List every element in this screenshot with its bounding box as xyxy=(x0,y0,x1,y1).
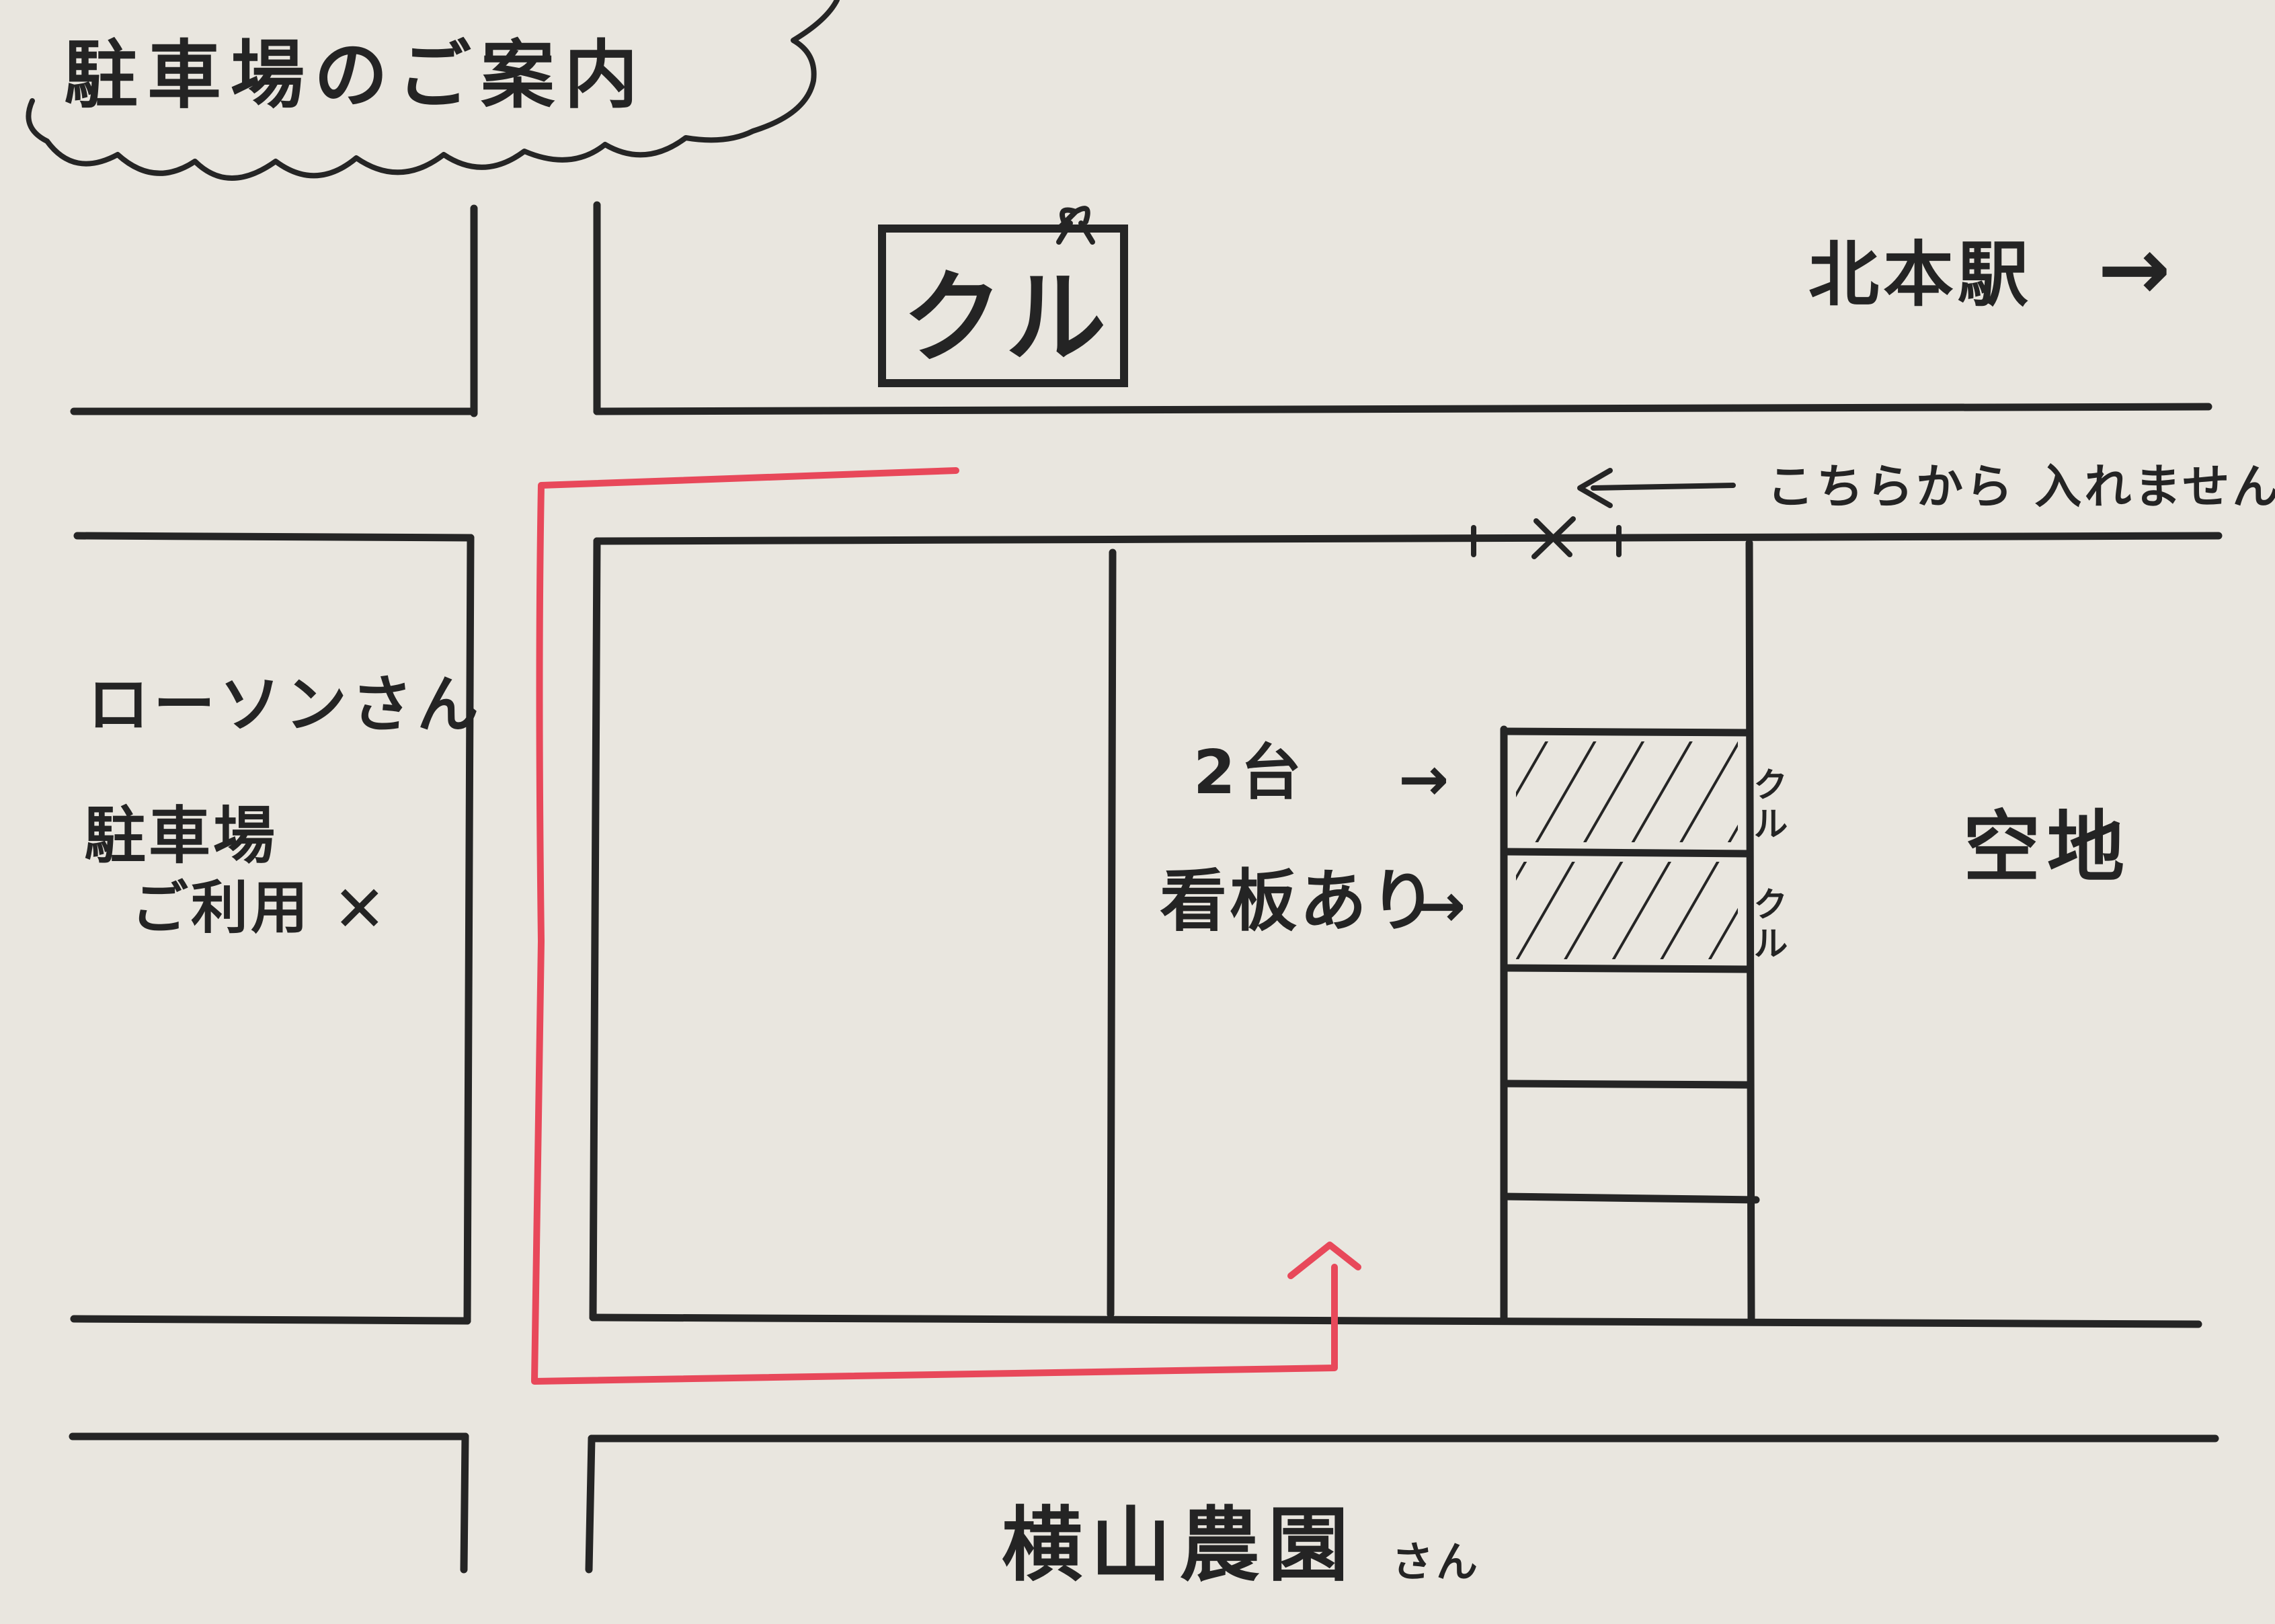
farm-area: 横山農園 さん xyxy=(1002,1499,1480,1592)
station-direction: 北本駅 → xyxy=(1808,218,2171,320)
route-arrow-head xyxy=(1287,1242,1361,1279)
no-entry-note: こちらから 入れません xyxy=(1767,459,2275,514)
parking-block: クル クル xyxy=(1500,725,1787,1325)
reserved-slot-2 xyxy=(1516,862,1738,959)
reserved-slot-1 xyxy=(1516,741,1738,842)
title-cloud: 駐車場のご案内 xyxy=(26,0,840,181)
street-lines xyxy=(69,201,2223,1574)
no-entry-arrow-head xyxy=(1577,468,1613,508)
title-text: 駐車場のご案内 xyxy=(64,32,647,118)
signboard-arrow: → xyxy=(1415,870,1466,941)
vacant-lot-label: 空地 xyxy=(1963,803,2131,893)
farm-suffix: さん xyxy=(1392,1537,1480,1586)
lawson-label: ローソンさん xyxy=(87,669,483,741)
route-path xyxy=(531,467,1338,1385)
farm-label: 横山農園 xyxy=(1002,1499,1357,1592)
no-entry-marker: こちらから 入れません xyxy=(1471,459,2275,559)
station-label: 北本駅 xyxy=(1808,234,2032,316)
lawson-parking-line1: 駐車場 xyxy=(84,800,278,872)
ribbon-icon xyxy=(1056,206,1095,245)
lawson-area: ローソンさん 駐車場 ご利用 ✕ xyxy=(84,669,483,946)
shop-sign: クル xyxy=(878,206,1128,387)
signboard-label: 看板あり xyxy=(1160,862,1439,940)
no-entry-x-icon xyxy=(1531,516,1576,559)
driving-route xyxy=(531,467,1361,1385)
station-arrow: → xyxy=(2098,218,2171,320)
parking-count-label: 2台 xyxy=(1193,737,1307,808)
no-entry-arrow-shaft xyxy=(1591,483,1736,491)
shop-sign-text: クル xyxy=(902,260,1112,377)
parking-annotations: 2台 → 看板あり → xyxy=(1160,737,1466,941)
slot-owner-label-2: クル xyxy=(1747,886,1787,964)
lawson-parking-x-mark: ✕ xyxy=(333,872,387,946)
parking-count-arrow: → xyxy=(1398,744,1449,815)
lawson-parking-line2: ご利用 xyxy=(131,875,311,942)
slot-owner-label-1: クル xyxy=(1747,766,1787,844)
